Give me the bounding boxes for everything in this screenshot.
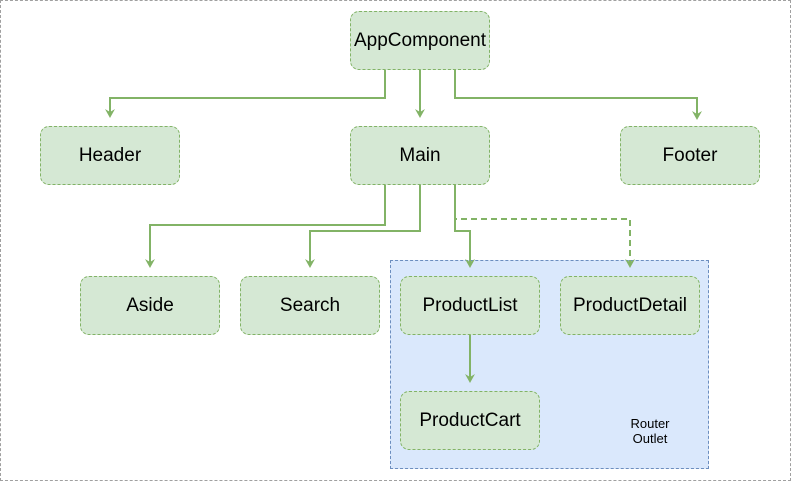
node-label: AppComponent [353, 29, 487, 51]
node-label: ProductList [422, 294, 518, 316]
router-outlet-label-line1: Router [630, 416, 670, 431]
node-appcomponent[interactable]: AppComponent [350, 11, 490, 70]
router-outlet-label-line2: Outlet [632, 431, 668, 446]
node-aside[interactable]: Aside [80, 276, 220, 335]
node-label: Aside [126, 294, 174, 316]
edge-main-productlist [454, 185, 475, 268]
node-label: Footer [662, 144, 718, 166]
router-outlet-label: Router Outlet [610, 416, 690, 446]
node-label: Header [78, 144, 142, 166]
edge-main-productdetail [454, 185, 635, 268]
edge-app-footer [454, 70, 702, 120]
node-label: Search [279, 294, 341, 316]
node-productdetail[interactable]: ProductDetail [560, 276, 700, 335]
edge-app-header [105, 70, 386, 118]
node-header[interactable]: Header [40, 126, 180, 185]
edge-main-search [305, 185, 421, 268]
node-label: ProductCart [419, 409, 521, 431]
node-footer[interactable]: Footer [620, 126, 760, 185]
edge-main-aside [145, 185, 386, 268]
node-productlist[interactable]: ProductList [400, 276, 540, 335]
node-search[interactable]: Search [240, 276, 380, 335]
node-productcart[interactable]: ProductCart [400, 391, 540, 450]
node-label: ProductDetail [572, 294, 688, 316]
node-label: Main [399, 144, 441, 166]
node-main[interactable]: Main [350, 126, 490, 185]
